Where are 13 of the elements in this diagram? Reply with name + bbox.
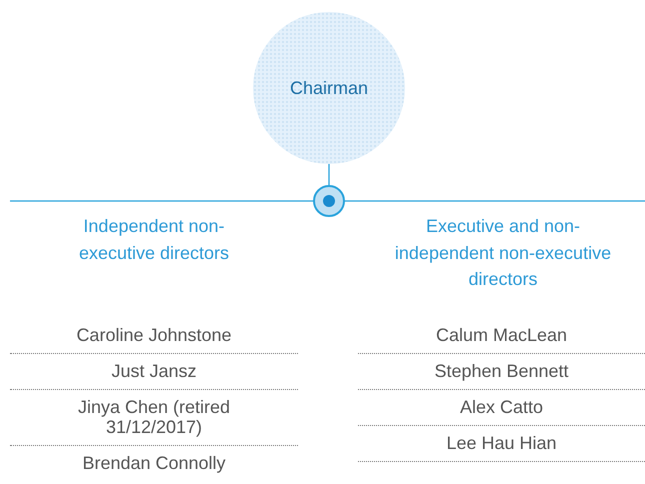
connector-line [328, 164, 330, 185]
director-name: Brendan Connolly [81, 452, 227, 475]
director-name: Jinya Chen (retired 31/12/2017) [10, 390, 298, 446]
director-name: Calum MacLean [358, 318, 645, 354]
director-name: Lee Hau Hian [358, 426, 645, 462]
group-heading: Executive and non-independent non-executive directors [394, 215, 612, 291]
director-name: Stephen Bennett [358, 354, 645, 390]
junction-circle [313, 185, 345, 217]
director-name: Caroline Johnstone [10, 318, 298, 354]
role-title: Chairman [290, 78, 368, 98]
director-name: Alex Catto [358, 390, 645, 426]
director-name: Just Jansz [10, 354, 298, 390]
group-heading: Independent non-executive directors [78, 215, 230, 264]
